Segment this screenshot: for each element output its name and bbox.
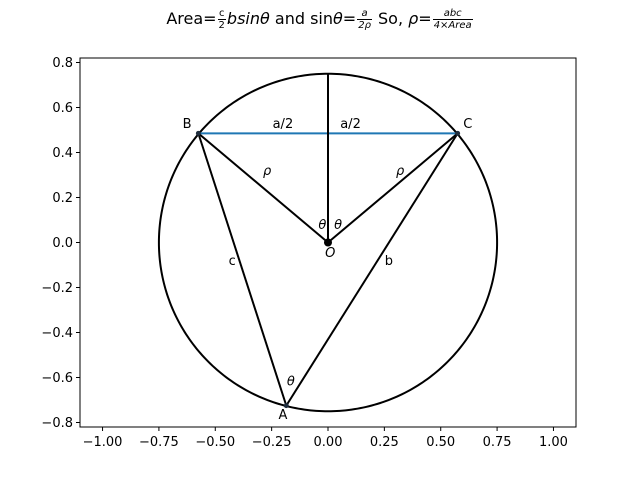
title-part6: = [418,9,432,28]
x-tick-label: −1.00 [83,435,123,450]
label-rho-left: ρ [263,164,272,179]
label-a-half-right: a/2 [340,117,361,132]
axis-ticks: −1.00 −0.75 −0.50 −0.25 0.00 0.25 0.50 0.75 1.00… [41,56,568,450]
title-theta1: θ [260,9,270,28]
segment-ob [197,132,329,244]
label-c: c [229,254,236,269]
x-tick-label: 0.00 [314,435,343,450]
label-theta-right: θ [334,218,342,233]
x-tick-label: 0.25 [370,435,399,450]
point-a-marker [283,403,289,409]
y-tick-label: −0.4 [41,326,73,341]
segment-oc [327,132,459,244]
label-rho-right: ρ [396,164,405,179]
y-tick-label: −0.8 [41,416,73,431]
label-b: b [385,254,393,269]
y-tick-label: 0.4 [52,146,73,161]
y-tick-label: −0.2 [41,281,73,296]
title-frac2-num: a [357,8,372,20]
title-frac3-den: 4×Area [433,20,472,31]
title-part1: Area= [166,9,217,28]
point-c-marker [455,130,461,136]
x-tick-label: 1.00 [539,435,568,450]
title-frac2-den: 2ρ [358,20,371,31]
segment-ab [197,133,288,406]
title-part3: and sin [269,9,333,28]
title-rho: ρ [408,9,419,28]
label-theta-a: θ [287,374,295,389]
label-theta-left: θ [318,218,326,233]
x-tick-label: −0.75 [139,435,179,450]
x-tick-label: 0.75 [483,435,512,450]
title-part4: = [342,9,357,28]
title-frac1-den: 2 [218,20,225,31]
label-point-a: A [278,408,287,423]
x-tick-label: −0.25 [252,435,292,450]
label-point-o: O [325,246,335,261]
title-part5: So, [372,9,409,28]
label-a-half-left: a/2 [273,117,294,132]
point-o-marker [324,238,332,247]
y-tick-label: 0.2 [52,191,73,206]
title-frac1-num: c [217,8,226,20]
y-tick-label: −0.6 [41,371,73,386]
point-b-marker [195,130,201,136]
title-frac3-num: abc [432,8,473,20]
circumcircle [157,72,499,413]
y-tick-label: 0.6 [52,101,73,116]
label-point-c: C [463,117,472,132]
title-part2: bsin [226,9,260,28]
y-tick-label: 0.8 [52,56,73,71]
segment-ac [285,132,459,407]
title-theta2: θ [333,9,343,28]
y-tick-label: 0.0 [52,236,73,251]
x-tick-label: 0.50 [426,435,455,450]
label-point-b: B [183,117,192,132]
x-tick-label: −0.50 [195,435,235,450]
